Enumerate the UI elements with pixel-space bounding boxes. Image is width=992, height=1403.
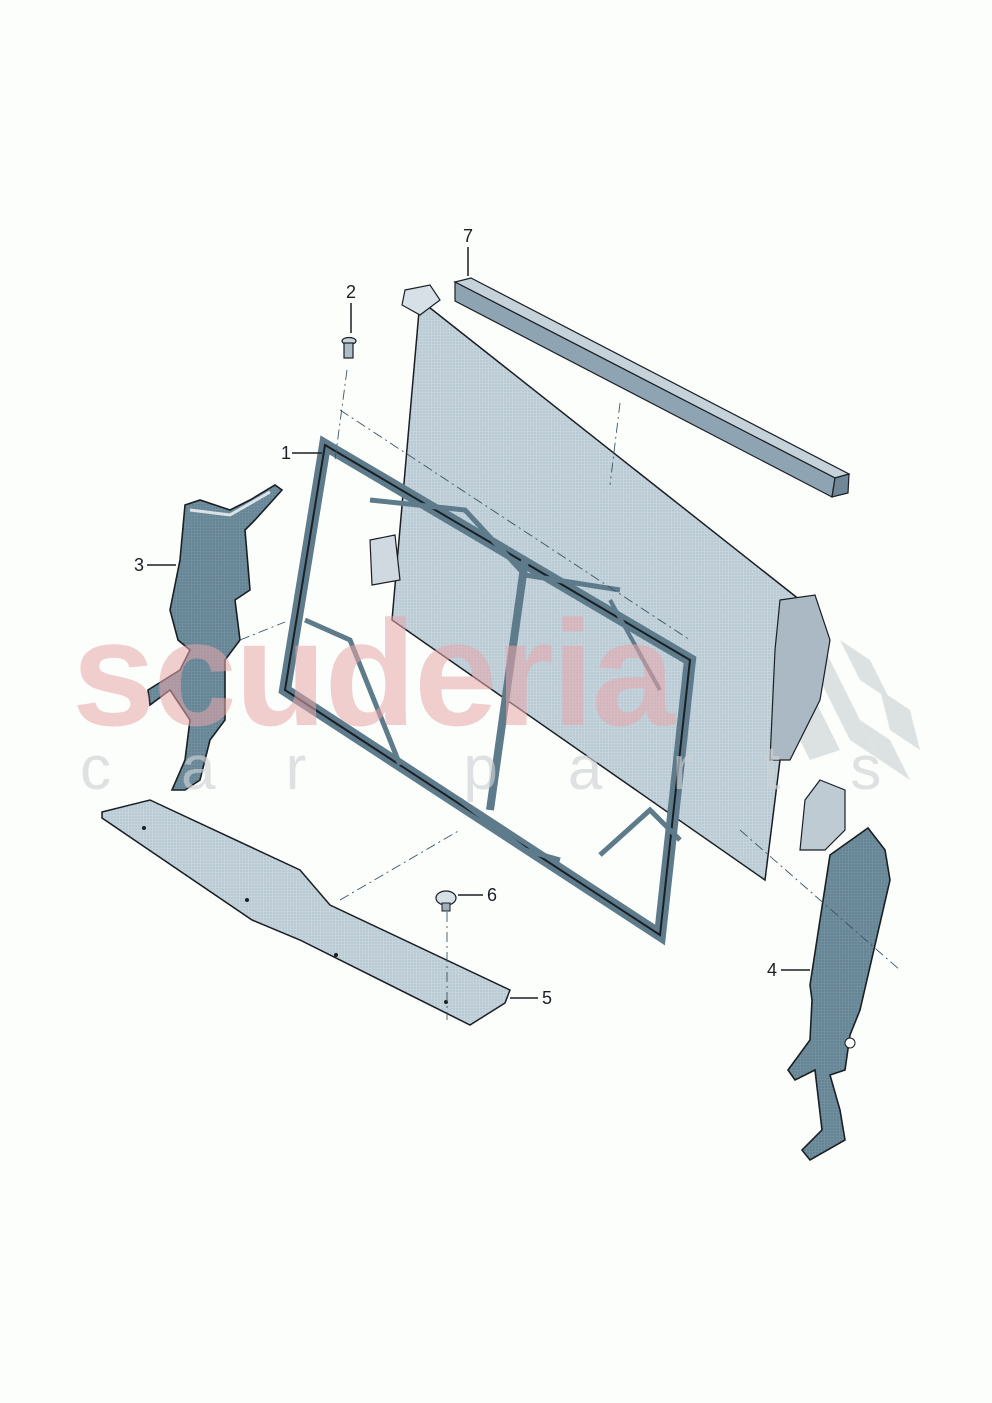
foam-seal-strip[interactable] bbox=[453, 277, 851, 498]
air-guide-left[interactable] bbox=[147, 484, 284, 791]
callout-7[interactable]: 7 bbox=[463, 226, 474, 246]
screw[interactable] bbox=[341, 336, 357, 359]
radiator-frame[interactable] bbox=[278, 435, 697, 946]
expanding-rivet[interactable] bbox=[435, 890, 457, 912]
callout-3[interactable]: 3 bbox=[134, 555, 145, 575]
air-deflector-lower[interactable] bbox=[101, 799, 511, 1026]
assembly-lines bbox=[239, 369, 901, 1020]
callout-2[interactable]: 2 bbox=[346, 282, 357, 302]
leader-lines bbox=[147, 247, 810, 999]
air-guide-right[interactable] bbox=[787, 826, 891, 1162]
callout-4[interactable]: 4 bbox=[767, 960, 778, 980]
callout-1[interactable]: 1 bbox=[281, 443, 292, 463]
radiator[interactable] bbox=[369, 284, 846, 882]
callout-5[interactable]: 5 bbox=[542, 988, 553, 1008]
callout-6[interactable]: 6 bbox=[487, 885, 498, 905]
